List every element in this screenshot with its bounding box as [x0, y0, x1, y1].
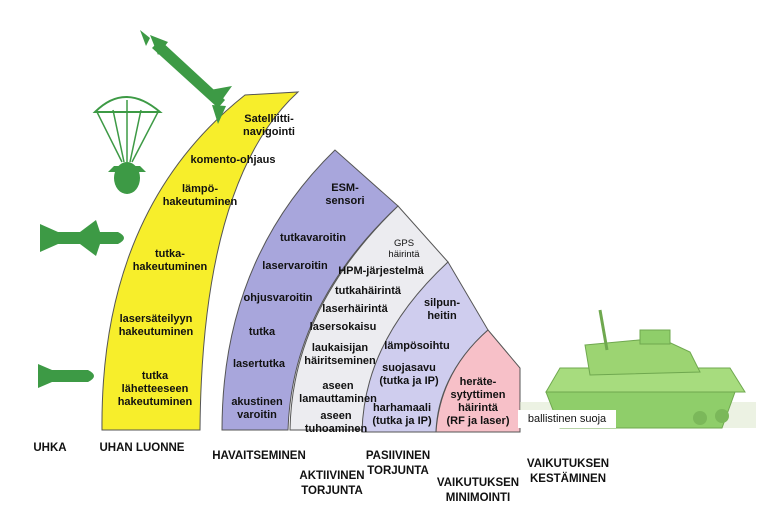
impact-survive-title: VAIKUTUKSEN KESTÄMINEN [526, 458, 610, 485]
passive-defense-title: PASIIVINEN TORJUNTA [365, 450, 431, 477]
satellite-navigation-label: Satelliitti- navigointi [243, 113, 295, 138]
acoustic-warner-label: akustinen varoitin [231, 396, 283, 421]
laser-homing-label: lasersäteilyyn hakeutuminen [118, 313, 194, 338]
armor-label-box [518, 410, 616, 428]
emitter-homing-label: tutka lähetteeseen hakeutuminen [117, 370, 193, 408]
esm-sensor-label: ESM- sensori [325, 182, 365, 207]
flare-label: lämpösoihtu [384, 340, 450, 352]
active-defense-title: AKTIIVINEN TORJUNTA [299, 470, 365, 497]
command-guidance-label: komento-ohjaus [190, 154, 276, 166]
ballistic-protection-label: ballistinen suoja [527, 413, 607, 425]
threat-nature-title: UHAN LUONNE [99, 442, 185, 454]
impact-minimize-title: VAIKUTUKSEN MINIMOINTI [436, 477, 520, 504]
radar-jamming-label: tutkahäirintä [334, 285, 401, 297]
shooter-disruption-label: laukaisijan häiritseminen [304, 342, 376, 367]
minimize-band [435, 329, 521, 433]
gps-jamming-label: GPS häirintä [388, 238, 420, 260]
parachute-bomb-icon [92, 96, 163, 194]
chaff-label: silpun- heitin [423, 297, 461, 322]
radar-label: tutka [248, 326, 276, 338]
decoy-label: harhamaali (tutka ja IP) [372, 402, 432, 427]
missile-diving-icon [140, 30, 232, 124]
rocket-icon [38, 364, 94, 388]
ir-homing-label: lämpö- hakeutuminen [162, 183, 238, 208]
missile-warner-label: ohjusvaroitin [243, 292, 313, 304]
laser-radar-label: lasertutka [233, 358, 285, 370]
laser-jamming-label: laserhäirintä [322, 303, 388, 315]
smoke-label: suojasavu (tutka ja IP) [379, 362, 439, 387]
detection-band [221, 149, 399, 431]
detection-title: HAVAITSEMINEN [212, 450, 306, 462]
weapon-neutralize-label: aseen lamauttaminen [299, 380, 377, 405]
fuze-jamming-label: herätе- sytyttimen häirintä (RF ja laser… [446, 376, 510, 427]
laser-dazzle-label: lasersokaisu [309, 321, 377, 333]
threat-nature-band [101, 91, 300, 431]
radar-warner-label: tutkavaroitin [279, 232, 346, 244]
laser-warner-label: laservaroitin [262, 260, 328, 272]
missile-icon [40, 220, 124, 256]
weapon-destroy-label: aseen tuhoaminen [304, 410, 368, 435]
hpm-system-label: HPM-järjestelmä [338, 265, 424, 277]
threat-title: UHKA [33, 442, 67, 454]
radar-homing-label: tutka- hakeutuminen [132, 248, 208, 273]
